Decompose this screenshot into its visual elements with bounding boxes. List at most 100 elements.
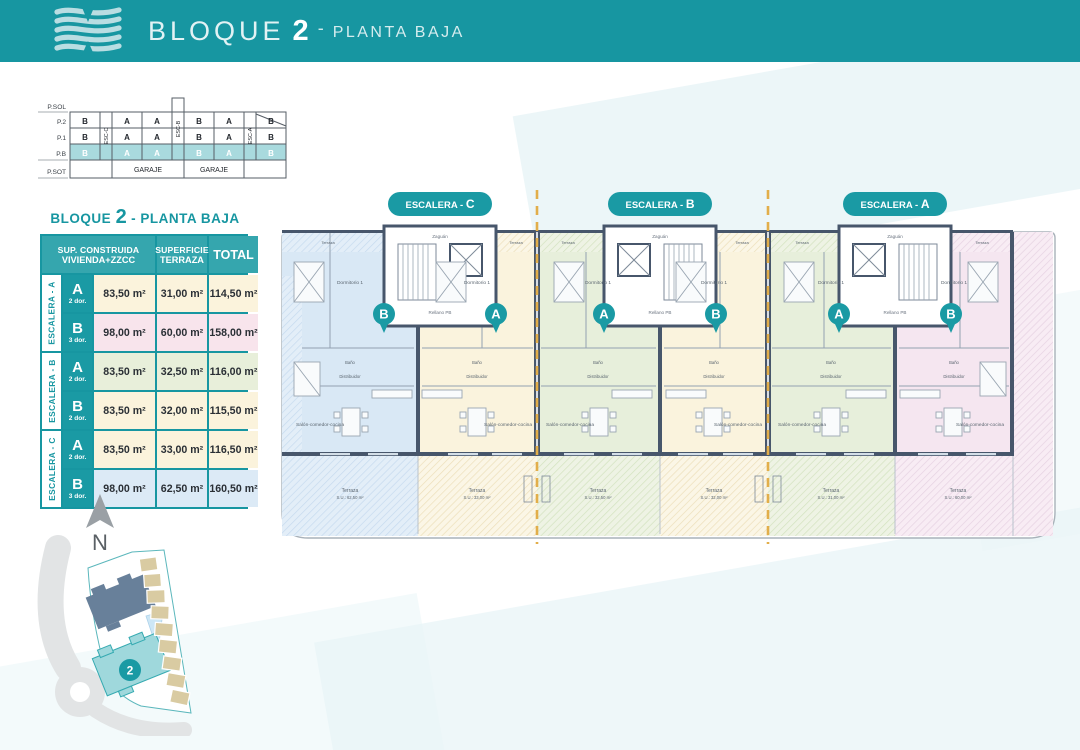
title-planta: PLANTA BAJA bbox=[332, 24, 465, 41]
bano-label: Baño bbox=[949, 360, 959, 365]
value-text: 98,00 m² bbox=[103, 482, 146, 495]
total-value: 116,50 m² bbox=[209, 431, 258, 468]
value-text: 32,00 m² bbox=[160, 404, 204, 417]
sup-value: 83,50 m² bbox=[94, 431, 155, 468]
header-bar: BLOQUE 2 - PLANTA BAJA bbox=[0, 0, 1080, 62]
section-unit: A bbox=[124, 117, 130, 126]
interior-partitions bbox=[302, 232, 1009, 387]
value-text: 115,50 m² bbox=[209, 404, 258, 417]
total-value: 116,00 m² bbox=[209, 353, 258, 390]
badge-letter: B bbox=[379, 307, 388, 322]
value-text: 33,00 m² bbox=[160, 443, 204, 456]
floor-plan: Zaguán Rellano PB Zaguán Rellano PB bbox=[281, 190, 1056, 544]
zaguan-label: Zaguán bbox=[432, 234, 448, 239]
bano-label: Baño bbox=[709, 360, 719, 365]
value-text: 114,50 m² bbox=[209, 287, 258, 300]
sup-value: 83,50 m² bbox=[94, 353, 155, 390]
value-text: 83,50 m² bbox=[103, 404, 146, 417]
distribuidor-label: Distribuidor bbox=[943, 374, 965, 379]
bano-label: Baño bbox=[345, 360, 355, 365]
terraza-value: 32,50 m² bbox=[157, 353, 207, 390]
svg-text:Dormitorio 1: Dormitorio 1 bbox=[818, 280, 844, 286]
floor-label: P.2 bbox=[57, 119, 66, 126]
compass: N bbox=[86, 494, 114, 555]
col-header-terraza: SUPERFICIE TERRAZA bbox=[155, 236, 209, 273]
unit-letter: A bbox=[72, 359, 83, 376]
value-text: 116,50 m² bbox=[209, 443, 258, 456]
svg-text:Baño: Baño bbox=[345, 360, 355, 365]
badge-C-A: A bbox=[485, 303, 507, 333]
section-unit-pb: B bbox=[196, 149, 202, 158]
col-header-construida: SUP. CONSTRUIDA VIVIENDA+ZZCC bbox=[42, 236, 155, 273]
svg-text:Distribuidor: Distribuidor bbox=[466, 374, 488, 379]
value-text: 83,50 m² bbox=[103, 443, 146, 456]
esc-label: ESC-A bbox=[248, 127, 254, 144]
svg-text:Salón-comedor-cocina: Salón-comedor-cocina bbox=[484, 422, 532, 428]
section-unit: A bbox=[154, 117, 160, 126]
pill-prefix: ESCALERA - bbox=[625, 200, 685, 211]
svg-text:ESCALERA - C: ESCALERA - C bbox=[405, 197, 474, 211]
esc-label: ESC-C bbox=[104, 128, 110, 145]
svg-text:S.U.: 32,00 m²: S.U.: 32,00 m² bbox=[701, 495, 729, 500]
salon-label: Salón-comedor-cocina bbox=[714, 422, 762, 428]
badge-C-B: B bbox=[373, 303, 395, 333]
badge-letter: A bbox=[491, 307, 501, 322]
site-map: 2 N bbox=[37, 494, 192, 736]
sup-value: 98,00 m² bbox=[94, 314, 155, 351]
escalera-b-label: ESCALERA - B bbox=[42, 353, 61, 429]
garaje-label: GARAJE bbox=[200, 167, 228, 174]
boundary-note-boxes bbox=[523, 475, 782, 503]
terraza-value: 62,50 m² bbox=[157, 470, 207, 507]
terraces bbox=[282, 232, 1053, 536]
svg-text:S.U.: 32,50 m²: S.U.: 32,50 m² bbox=[585, 495, 613, 500]
terraza-label: Terraza bbox=[823, 488, 840, 494]
pill-letter: C bbox=[466, 197, 475, 211]
zaguan-label: Zaguán bbox=[887, 234, 903, 239]
salon-label: Salón-comedor-cocina bbox=[546, 422, 594, 428]
table-title-bloque: BLOQUE bbox=[50, 211, 112, 226]
section-unit-pb: B bbox=[268, 149, 274, 158]
table-title: BLOQUE 2 - PLANTA BAJA bbox=[40, 206, 250, 229]
unit-badge-b2dor: B 2 dor. bbox=[63, 392, 92, 429]
section-unit: B bbox=[268, 117, 274, 126]
svg-text:Terraza: Terraza bbox=[469, 488, 486, 494]
terraza-label: Terraza bbox=[950, 488, 967, 494]
distribuidor-label: Distribuidor bbox=[466, 374, 488, 379]
unit-badge-a2dor: A 2 dor. bbox=[63, 353, 92, 390]
svg-text:Dormitorio 1: Dormitorio 1 bbox=[701, 280, 727, 286]
svg-text:Terraza: Terraza bbox=[823, 488, 840, 494]
value-text: 98,00 m² bbox=[103, 326, 146, 339]
terraza-value: 31,00 m² bbox=[157, 275, 207, 312]
badge-B-A: A bbox=[593, 303, 615, 333]
section-unit: A bbox=[226, 117, 232, 126]
svg-text:S.U.: 62,50 m²: S.U.: 62,50 m² bbox=[337, 495, 365, 500]
north-arrow-icon bbox=[86, 494, 114, 528]
escalera-pills: ESCALERA - C ESCALERA - B ESCALERA - A bbox=[388, 192, 947, 216]
svg-text:Dormitorio 1: Dormitorio 1 bbox=[941, 280, 967, 286]
areas-table: BLOQUE 2 - PLANTA BAJA SUP. CONSTRUIDA V… bbox=[40, 206, 258, 509]
distribuidor-label: Distribuidor bbox=[703, 374, 725, 379]
value-text: 83,50 m² bbox=[103, 365, 146, 378]
value-text: 32,50 m² bbox=[160, 365, 204, 378]
svg-text:Terraza: Terraza bbox=[735, 240, 749, 245]
header-line: VIVIENDA+ZZCC bbox=[61, 254, 136, 265]
terraza-top-label: Terraza bbox=[321, 240, 335, 245]
section-unit: B bbox=[196, 117, 202, 126]
north-label: N bbox=[92, 530, 108, 555]
pill-prefix: ESCALERA - bbox=[405, 200, 465, 211]
svg-text:S.U.: 31,00 m²: S.U.: 31,00 m² bbox=[818, 495, 846, 500]
block-2-badge-number: 2 bbox=[127, 664, 134, 678]
badge-letter: B bbox=[711, 307, 720, 322]
salon-label: Salón-comedor-cocina bbox=[956, 422, 1004, 428]
svg-text:Salón-comedor-cocina: Salón-comedor-cocina bbox=[778, 422, 826, 428]
escalera-c-label: ESCALERA - C bbox=[42, 431, 61, 507]
total-value: 160,50 m² bbox=[209, 470, 258, 507]
distribuidor-label: Distribuidor bbox=[339, 374, 361, 379]
sup-value: 83,50 m² bbox=[94, 275, 155, 312]
esc-label: ESC-B bbox=[176, 120, 182, 137]
table-title-number: 2 bbox=[115, 206, 127, 228]
block-2-badge: 2 bbox=[119, 659, 141, 681]
unit-badge-a2dor: A 2 dor. bbox=[63, 431, 92, 468]
section-unit: B bbox=[82, 117, 88, 126]
section-unit: A bbox=[154, 133, 160, 142]
